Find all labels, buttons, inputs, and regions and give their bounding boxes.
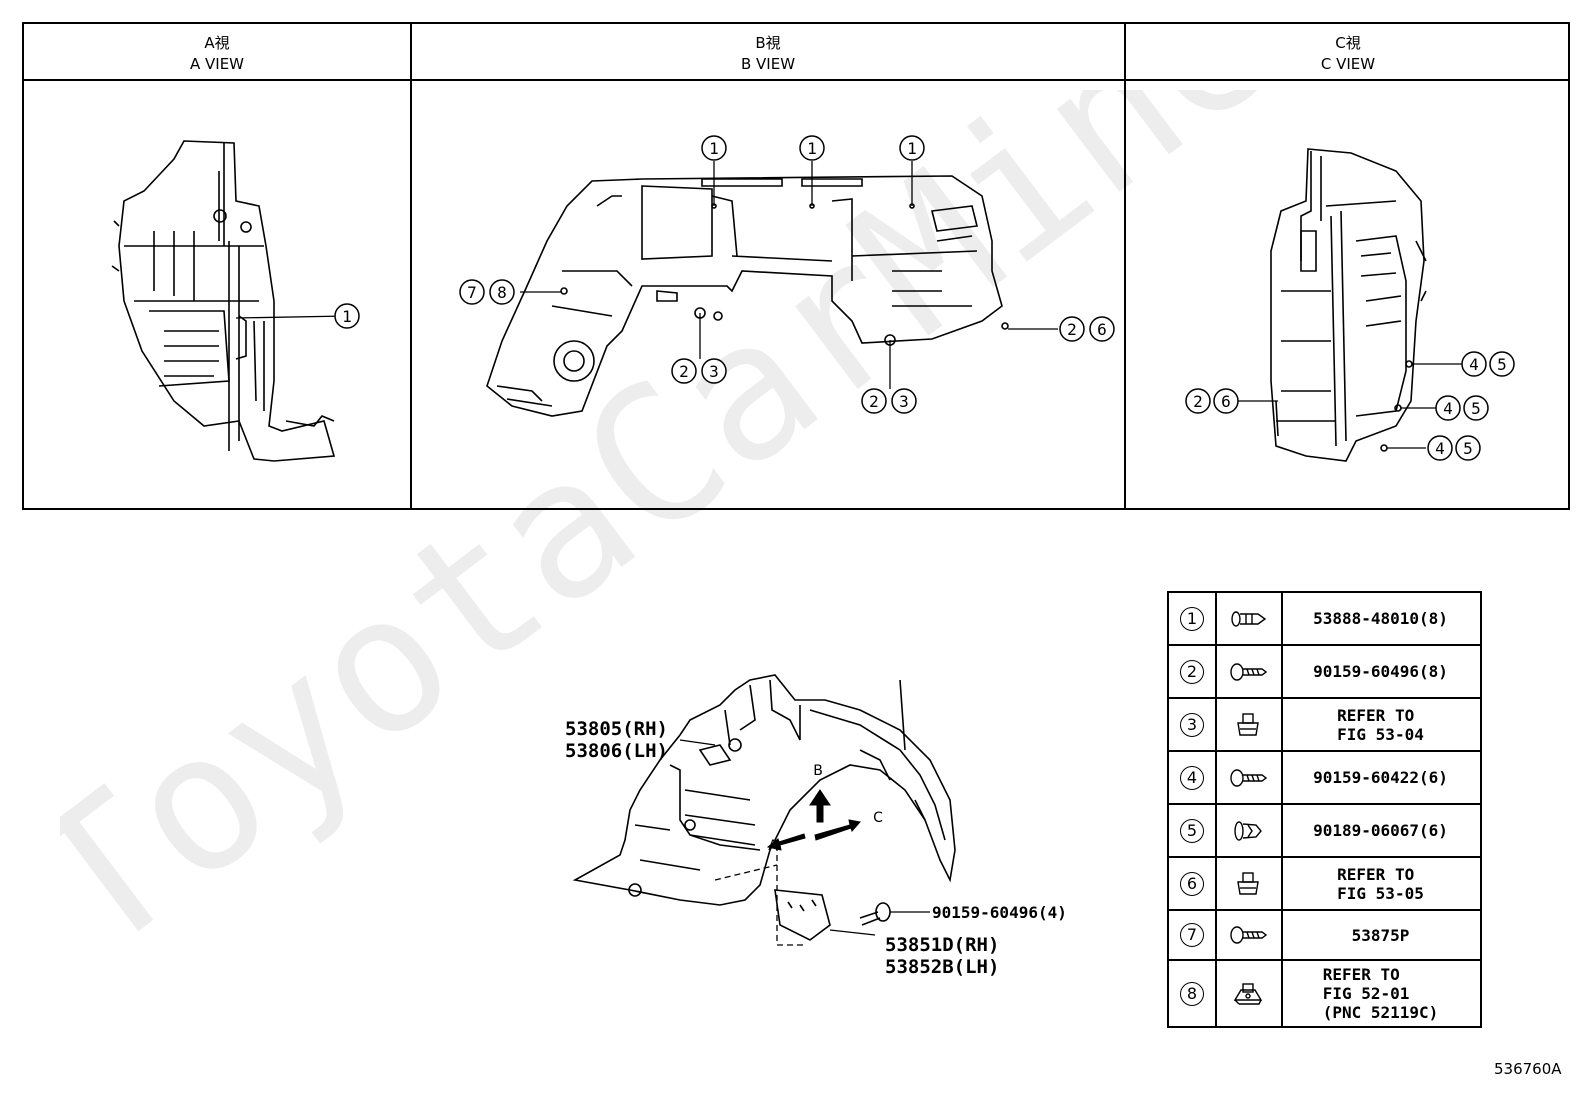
parts-row-text: 53888-48010(8) — [1313, 609, 1448, 628]
b-callout-7: 7 — [467, 283, 477, 302]
b-callout-6c: 6 — [1097, 320, 1107, 339]
c-callout-5a: 5 — [1497, 355, 1507, 374]
flap-lh-label: 53852B(LH) — [885, 956, 1000, 978]
a-view: A視 A VIEW 1 — [24, 24, 412, 508]
parts-row-text: 53875P — [1351, 925, 1410, 945]
parts-row-num: 8 — [1169, 961, 1217, 1026]
screw-icon — [1215, 752, 1283, 803]
parts-row-7: 7 53875P — [1169, 911, 1480, 961]
b-view-header: B視 B VIEW — [412, 24, 1124, 81]
parts-row-num: 5 — [1169, 805, 1217, 856]
nut-icon — [1215, 858, 1283, 909]
parts-row-5: 5 90189-06067(6) — [1169, 805, 1480, 858]
c-callout-5b: 5 — [1471, 399, 1481, 418]
u-nut-icon — [1215, 961, 1283, 1026]
c-callout-6: 6 — [1221, 392, 1231, 411]
parts-row-text: REFER TO FIG 53-05 — [1337, 864, 1424, 903]
parts-row-1: 1 53888-48010(8) — [1169, 593, 1480, 646]
parts-row-text: REFER TO FIG 52-01 (PNC 52119C) — [1322, 965, 1439, 1022]
b-callout-top-2: 1 — [807, 139, 817, 158]
parts-row-text: REFER TO FIG 53-04 — [1337, 705, 1424, 744]
parts-row-8: 8 REFER TO FIG 52-01 (PNC 52119C) — [1169, 961, 1480, 1026]
parts-row-text: 90189-06067(6) — [1313, 821, 1448, 840]
b-callout-2a: 2 — [679, 362, 689, 381]
figure-id: 536760A — [1494, 1060, 1562, 1078]
c-callout-2: 2 — [1193, 392, 1203, 411]
parts-row-text: 90159-60422(6) — [1313, 768, 1448, 787]
c-callout-4c: 4 — [1435, 439, 1445, 458]
b-callout-3a: 3 — [709, 362, 719, 381]
a-view-header: A視 A VIEW — [24, 24, 410, 81]
screw-label: 90159-60496(4) — [932, 903, 1067, 922]
parts-row-num: 2 — [1169, 646, 1217, 697]
c-callout-5c: 5 — [1463, 439, 1473, 458]
parts-row-text: 90159-60496(8) — [1313, 662, 1448, 681]
arrow-a-label: A — [768, 838, 778, 854]
push-clip-icon — [1215, 805, 1283, 856]
b-callout-3b: 3 — [899, 392, 909, 411]
parts-row-num: 4 — [1169, 752, 1217, 803]
liner-lh-label: 53806(LH) — [565, 740, 668, 762]
arrow-b-label: B — [813, 763, 823, 779]
screw-icon — [1215, 911, 1283, 959]
b-callout-top-1: 1 — [709, 139, 719, 158]
b-view-title-jp: B視 — [755, 34, 781, 52]
parts-row-6: 6 REFER TO FIG 53-05 — [1169, 858, 1480, 911]
flap-rh-label: 53851D(RH) — [885, 934, 1000, 956]
c-view-title-jp: C視 — [1335, 34, 1361, 52]
a-view-title-jp: A視 — [204, 34, 230, 52]
parts-table: 1 53888-48010(8) 2 90159-60496(8) 3 REFE… — [1167, 591, 1482, 1028]
parts-row-3: 3 REFER TO FIG 53-04 — [1169, 699, 1480, 752]
c-view: C視 C VIEW — [1126, 24, 1570, 508]
nut-icon — [1215, 699, 1283, 750]
b-callout-top-3: 1 — [907, 139, 917, 158]
b-view-drawing: 1 1 1 7 8 2 3 2 3 2 6 — [459, 135, 1115, 417]
screw-icon — [1215, 646, 1283, 697]
views-panel: A視 A VIEW 1 — [22, 22, 1570, 510]
parts-row-num: 7 — [1169, 911, 1217, 959]
b-view-title-en: B VIEW — [740, 55, 796, 73]
parts-row-2: 2 90159-60496(8) — [1169, 646, 1480, 699]
c-view-title-en: C VIEW — [1320, 55, 1376, 73]
parts-row-4: 4 90159-60422(6) — [1169, 752, 1480, 805]
c-callout-4b: 4 — [1443, 399, 1453, 418]
liner-rh-label: 53805(RH) — [565, 718, 668, 740]
c-callout-4a: 4 — [1469, 355, 1479, 374]
b-view: B視 B VIEW — [412, 24, 1126, 508]
c-view-drawing: 4 5 4 5 4 5 2 6 — [1185, 148, 1515, 462]
arrow-c-label: C — [873, 810, 883, 826]
a-callout-1: 1 — [342, 307, 352, 326]
parts-row-num: 1 — [1169, 593, 1217, 644]
main-drawing: B C A — [572, 674, 956, 946]
clip-icon — [1215, 593, 1283, 644]
parts-row-num: 6 — [1169, 858, 1217, 909]
c-view-header: C視 C VIEW — [1126, 24, 1570, 81]
flap-labels: 53851D(RH) 53852B(LH) — [885, 934, 999, 978]
b-callout-2c: 2 — [1067, 320, 1077, 339]
parts-row-num: 3 — [1169, 699, 1217, 750]
liner-labels: 53805(RH) 53806(LH) — [565, 718, 668, 762]
a-view-title-en: A VIEW — [189, 55, 245, 73]
b-callout-2b: 2 — [869, 392, 879, 411]
b-callout-8: 8 — [497, 283, 507, 302]
a-view-drawing: 1 — [111, 140, 360, 462]
